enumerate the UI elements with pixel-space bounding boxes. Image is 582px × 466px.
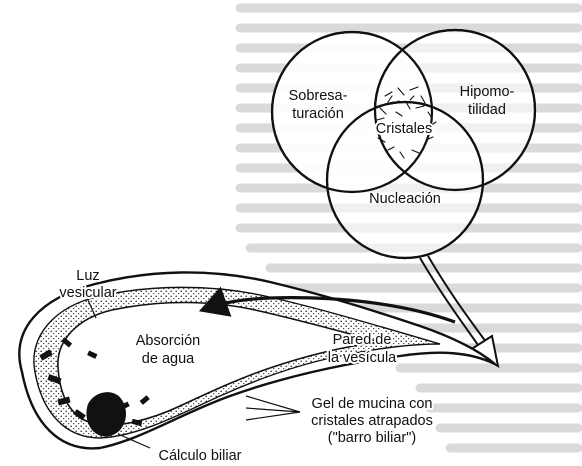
venn-label-hypomotility-1: Hipomo- [460,84,515,100]
venn-label-supersaturation-2: turación [292,106,344,122]
label-mucin-gel-2: cristales atrapados [311,413,433,429]
label-lumen-1: Luz [76,268,99,284]
venn-label-hypomotility-2: tilidad [468,102,506,118]
label-mucin-gel-1: Gel de mucina con [312,396,433,412]
label-mucin-gel-3: ("barro biliar") [328,430,416,446]
venn-label-nucleation: Nucleación [369,191,441,207]
venn-label-crystals: Cristales [376,121,432,137]
label-lumen-2: vesicular [59,285,116,301]
label-gallbladder-wall-1: Pared de [333,332,392,348]
label-gallstone: Cálculo biliar [158,448,241,464]
label-water-absorption-1: Absorción [136,333,200,349]
gallstone [86,392,126,436]
label-gallbladder-wall-2: la vesícula [328,350,397,366]
venn-label-supersaturation-1: Sobresa- [289,88,348,104]
label-water-absorption-2: de agua [142,351,195,367]
